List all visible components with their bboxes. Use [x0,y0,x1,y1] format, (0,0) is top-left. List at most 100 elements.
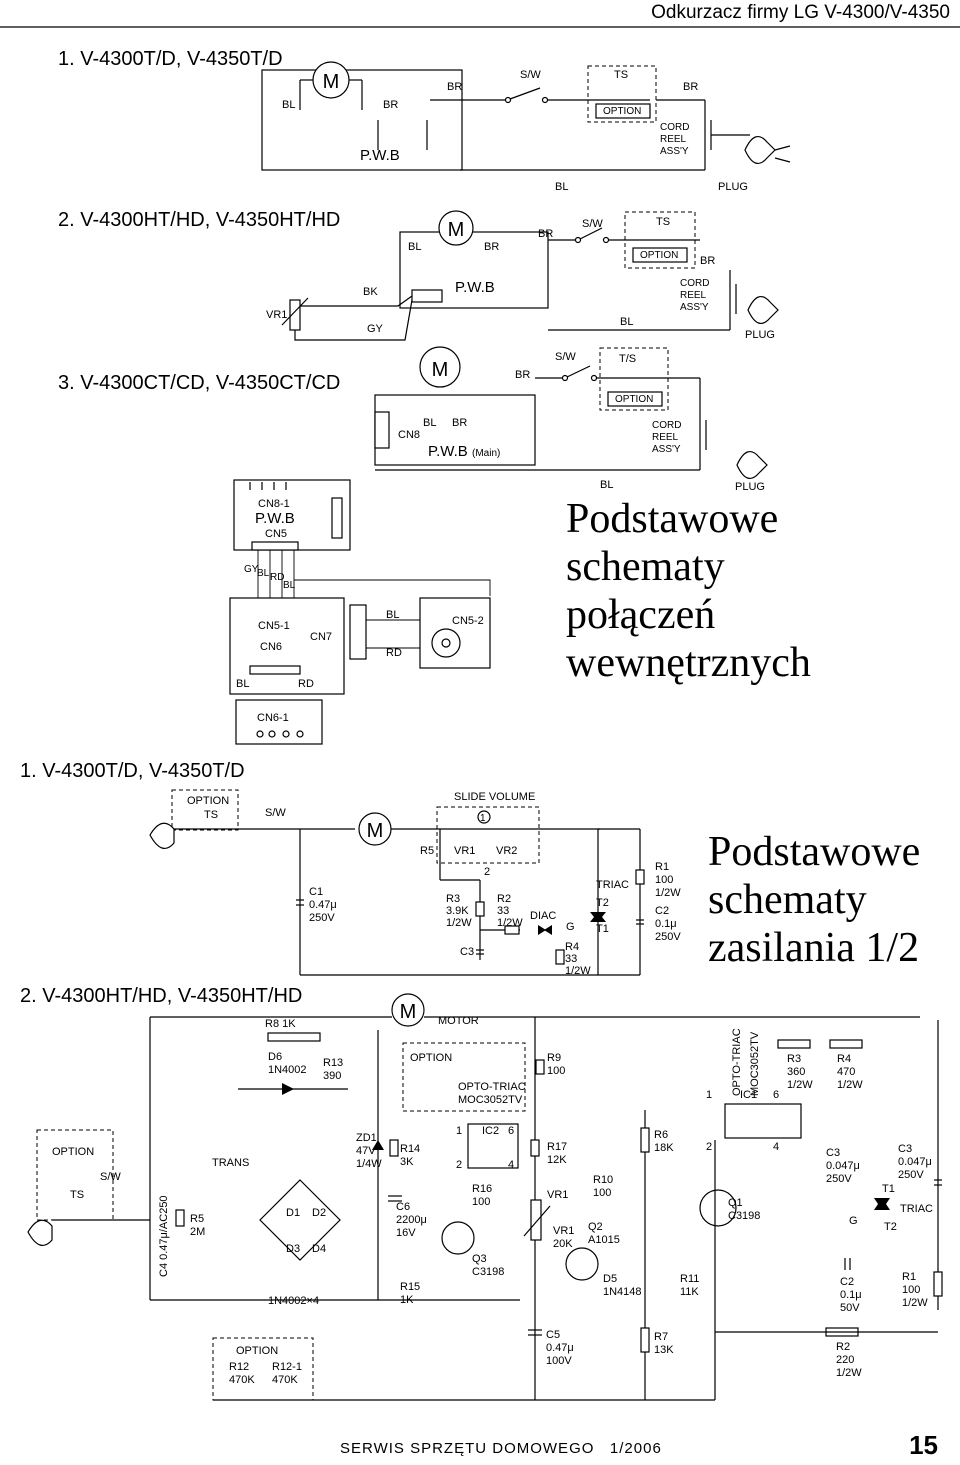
r11-label: R11 [680,1273,699,1285]
vr1b-label: VR1 [553,1225,574,1237]
c2-value: 0.1μ [655,918,677,930]
power-schematic-2: M MOTOR R8 1K D6 1N4002 R13 390 OPTION O… [27,993,943,1401]
q1-label: Q1 [728,1197,743,1209]
r15-value: 1K [400,1294,414,1306]
c3a-value: 0.047μ [826,1160,860,1172]
opto2-label: OPTO-TRIAC [458,1081,526,1093]
plug-icon [744,135,776,165]
ic2-label: IC2 [482,1125,499,1137]
r5-label: R5 [190,1213,204,1225]
r7-value: 13K [654,1344,674,1356]
motor-label: M [323,71,340,93]
r6-label: R6 [654,1129,668,1141]
c1-rating: 250V [309,912,335,924]
c6-value: 2200μ [396,1214,427,1226]
wire-label-bl: BL [600,479,613,491]
r2-label: R2 [497,893,511,905]
q2-transistor [565,1247,599,1281]
c6-rating: 16V [396,1227,416,1239]
pwb-board-1 [261,69,463,171]
power-heading-line: Podstawowe [708,829,921,875]
c1-label: C1 [309,886,323,898]
r3-value: 360 [787,1066,805,1078]
c4-label: C4 0.47μ/AC250 [158,1195,170,1277]
diac-label: DIAC [530,910,556,922]
zd1-label: ZD1 [356,1132,377,1144]
wire-label-rd: RD [270,572,284,583]
wire-label-bl: BL [257,568,270,579]
wiring-diagram-3: M CN8 BL BR P.W.B (Main) BR S/W T/S OPTI… [229,346,768,745]
d4-label: D4 [312,1243,326,1255]
r3-label: R3 [446,893,460,905]
ts-label: TS [70,1189,84,1201]
wire-label-rd: RD [298,678,314,690]
r3-rating: 1/2W [446,917,472,929]
wire-label-bl: BL [236,678,249,690]
cn7-connector [349,604,367,660]
cord-reel-line: ASS'Y [660,146,689,157]
slide-volume-box [436,806,540,864]
ts-label: TS [614,69,628,81]
c3b-label: C3 [898,1143,912,1155]
d5-value: 1N4148 [603,1286,642,1298]
q1-part: C3198 [728,1210,760,1222]
cord-reel-line: REEL [660,134,687,145]
r3-value: 3.9K [446,905,469,917]
c3b-rating: 250V [898,1169,924,1181]
vr2-label: VR2 [496,845,517,857]
wiring-section-heading: Podstawowe schematy połączeń wewnętrznyc… [566,495,811,687]
triac-label: TRIAC [596,879,629,891]
d6-value: 1N4002 [268,1064,307,1076]
r12-1-label: R12-1 [272,1361,302,1373]
connector [411,289,443,303]
r3-label: R3 [787,1053,801,1065]
q3-part: C3198 [472,1266,504,1278]
option-box [587,65,657,123]
cord-reel-line: REEL [680,290,707,301]
r11-value: 11K [680,1286,699,1298]
option-label: OPTION [410,1052,452,1064]
node-label: 2 [484,866,490,878]
c5-rating: 100V [546,1355,572,1367]
footer-magazine: SERWIS SPRZĘTU DOMOWEGO 1/2006 [340,1440,662,1457]
ic2-pin: 4 [508,1159,514,1171]
switch-label: S/W [582,218,603,230]
switch-label: S/W [555,351,576,363]
option-label: OPTION [236,1345,278,1357]
wire-label-br: BR [515,369,530,381]
wire-label-bl: BL [282,99,295,111]
r2-rating: 1/2W [836,1367,862,1379]
switch-symbol [509,87,541,100]
wire-label-bk: BK [363,286,378,298]
option-box [402,1042,526,1112]
wiring-model-1-title: 1. V-4300T/D, V-4350T/D [58,48,283,70]
c1-value: 0.47μ [309,899,337,911]
switch-label: S/W [520,69,541,81]
cn6-1-board [235,699,323,745]
r1-value: 100 [655,874,673,886]
wire-label-br: BR [538,228,553,240]
q3-transistor [441,1221,475,1255]
c6-label: C6 [396,1201,410,1213]
ic1-pin: 4 [773,1141,779,1153]
wire-label-bl: BL [423,417,436,429]
r14-label: R14 [400,1143,420,1155]
footer-issue: 1/2006 [609,1440,662,1457]
c3-label: C3 [460,946,474,958]
wire-label-br: BR [447,81,462,93]
power-model-2-title: 2. V-4300HT/HD, V-4350HT/HD [20,985,303,1007]
wire-label-gy: GY [367,323,384,335]
r12-label: R12 [229,1361,249,1373]
r15-label: R15 [400,1281,420,1293]
t2-label: T2 [884,1221,897,1233]
d6-label: D6 [268,1051,282,1063]
plug-label: PLUG [745,329,775,341]
r4-rating: 1/2W [565,965,591,977]
d5-label: D5 [603,1273,617,1285]
r2-value: 33 [497,905,509,917]
pwb-label: P.W.B [455,279,495,296]
wire-label-bl: BL [620,316,633,328]
ts-label: T/S [619,353,636,365]
power-model-1-title: 1. V-4300T/D, V-4350T/D [20,760,245,782]
